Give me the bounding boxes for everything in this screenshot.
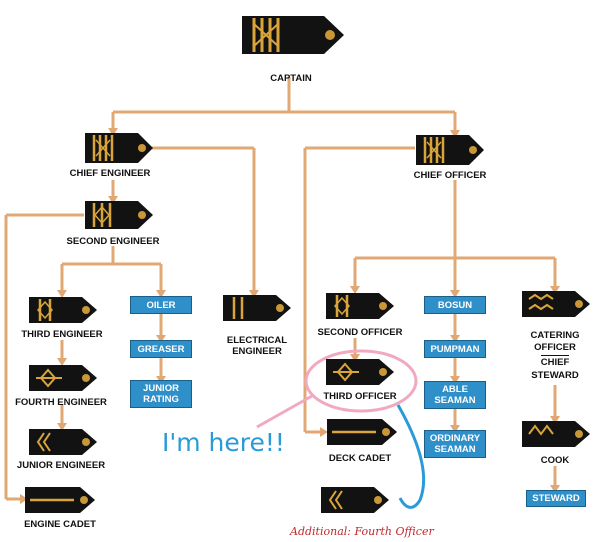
third-officer-epaulette xyxy=(326,359,394,385)
electrical-engineer-epaulette xyxy=(223,295,291,321)
bosun-box: BOSUN xyxy=(424,296,486,314)
captain-label: CAPTAIN xyxy=(270,73,312,84)
cook-epaulette xyxy=(522,421,590,447)
able-seaman-line2: SEAMAN xyxy=(434,395,476,406)
fourth-officer-epaulette xyxy=(321,487,389,513)
catering-officer-epaulette xyxy=(522,291,590,317)
engine-cadet-epaulette xyxy=(25,487,95,513)
chief-officer-label: CHIEF OFFICER xyxy=(413,170,487,181)
fourth-engineer-label: FOURTH ENGINEER xyxy=(15,397,107,408)
additional-fourth-officer-note: Additional: Fourth Officer xyxy=(290,525,434,538)
able-seaman-line1: ABLE xyxy=(442,384,468,395)
cook-label: COOK xyxy=(540,455,570,466)
catering-officer-label-line2: OFFICER xyxy=(534,342,576,353)
chief-engineer-epaulette xyxy=(85,133,153,163)
able-seaman-box: ABLE SEAMAN xyxy=(424,381,486,409)
third-officer-label: THIRD OFFICER xyxy=(323,391,397,402)
junior-engineer-epaulette xyxy=(29,429,97,455)
steward-box: STEWARD xyxy=(526,490,586,507)
ordinary-seaman-box: ORDINARY SEAMAN xyxy=(424,430,486,458)
second-officer-label: SECOND OFFICER xyxy=(317,327,403,338)
deck-cadet-epaulette xyxy=(327,419,397,445)
greaser-box: GREASER xyxy=(130,340,192,358)
catering-officer-label-line1: CATERING xyxy=(530,330,580,341)
electrical-engineer-label-line1: ELECTRICAL xyxy=(226,335,288,346)
chief-engineer-label: CHIEF ENGINEER xyxy=(69,168,151,179)
deck-cadet-label: DECK CADET xyxy=(328,453,392,464)
captain-epaulette xyxy=(242,16,344,54)
third-engineer-epaulette xyxy=(29,297,97,323)
engine-cadet-label: ENGINE CADET xyxy=(24,519,96,530)
third-engineer-label: THIRD ENGINEER xyxy=(21,329,103,340)
junior-engineer-label: JUNIOR ENGINEER xyxy=(16,460,106,471)
blue-arrow-line xyxy=(396,404,426,509)
second-officer-epaulette xyxy=(326,293,394,319)
oiler-box: OILER xyxy=(130,296,192,314)
junior-rating-line2: RATING xyxy=(143,394,179,405)
pumpman-box: PUMPMAN xyxy=(424,340,486,358)
junior-rating-line1: JUNIOR xyxy=(143,383,179,394)
chief-steward-label-text: CHIEF xyxy=(540,355,570,368)
ordinary-seaman-line2: SEAMAN xyxy=(434,444,476,455)
chief-steward-label-line1: CHIEF xyxy=(515,355,595,368)
chief-officer-epaulette xyxy=(416,135,484,165)
im-here-annotation: I'm here!! xyxy=(162,428,285,457)
junior-rating-box: JUNIOR RATING xyxy=(130,380,192,408)
ordinary-seaman-line1: ORDINARY xyxy=(429,433,481,444)
fourth-engineer-epaulette xyxy=(29,365,97,391)
chief-steward-label-line2: STEWARD xyxy=(531,370,579,381)
second-engineer-label: SECOND ENGINEER xyxy=(66,236,160,247)
highlight-circle xyxy=(304,349,418,413)
second-engineer-epaulette xyxy=(85,201,153,229)
electrical-engineer-label-line2: ENGINEER xyxy=(232,346,282,357)
